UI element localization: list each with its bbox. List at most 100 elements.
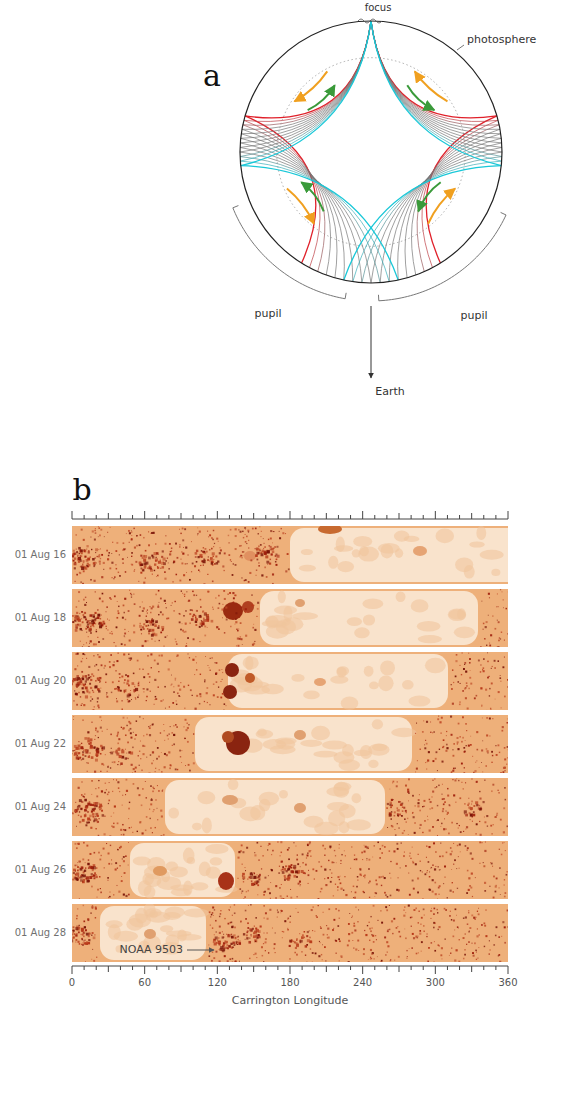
magnetogram-dot — [124, 612, 125, 613]
magnetogram-dot — [171, 602, 173, 604]
magnetogram-dot — [478, 766, 480, 768]
magnetogram-dot — [492, 718, 493, 719]
magnetogram-dot — [505, 770, 506, 771]
magnetogram-dot — [503, 599, 504, 600]
magnetogram-dot — [125, 734, 127, 736]
magnetogram-dot — [249, 572, 251, 574]
sun-cross-section — [233, 19, 506, 378]
magnetogram-dot — [491, 668, 492, 669]
magnetogram-dot — [99, 716, 101, 718]
magnetogram-dot — [78, 741, 79, 742]
magnetogram-dot — [157, 785, 158, 786]
magnetogram-dot — [495, 628, 497, 630]
magnetogram-dot — [155, 620, 158, 623]
magnetogram-dot — [202, 622, 205, 625]
magnetogram-dot — [78, 787, 80, 789]
magnetogram-dot — [97, 614, 100, 617]
magnetogram-dot — [131, 826, 133, 828]
farside-blob — [480, 550, 504, 560]
magnetogram-dot — [89, 683, 91, 685]
magnetogram-dot — [74, 557, 76, 559]
magnetogram-dot — [161, 771, 163, 773]
magnetogram-dot — [451, 771, 453, 773]
magnetogram-dot — [146, 700, 147, 701]
magnetogram-dot — [75, 562, 76, 563]
magnetogram-dot — [94, 539, 96, 541]
magnetogram-dot — [469, 670, 471, 672]
magnetogram-dot — [178, 685, 180, 687]
magnetogram-dot — [90, 579, 92, 581]
magnetogram-dot — [278, 530, 280, 532]
magnetogram-dot — [244, 533, 246, 535]
farside-spot — [413, 546, 427, 556]
magnetogram-dot — [398, 827, 399, 828]
magnetogram-dot — [255, 554, 258, 557]
magnetogram-dot — [149, 629, 152, 632]
magnetogram-dot — [116, 568, 118, 570]
magnetogram-dot — [188, 724, 189, 725]
magnetogram-dot — [240, 636, 241, 637]
magnetogram-dot — [452, 749, 453, 750]
magnetogram-dot — [106, 606, 108, 608]
magnetogram-dot — [395, 834, 397, 836]
magnetogram-dot — [90, 696, 91, 697]
magnetogram-dot — [446, 744, 448, 746]
magnetogram-dot — [240, 531, 242, 533]
ray-path — [242, 21, 371, 129]
magnetogram-dot — [256, 616, 257, 617]
magnetogram-dot — [131, 594, 132, 595]
magnetogram-dot — [497, 646, 499, 647]
magnetogram-dot — [146, 688, 148, 690]
magnetogram-dot — [150, 624, 151, 625]
magnetogram-dot — [486, 815, 488, 817]
farside-blob — [336, 666, 349, 676]
magnetogram-dot — [157, 819, 158, 820]
magnetogram-dot — [430, 808, 431, 809]
magnetogram-dot — [483, 623, 485, 625]
farside-blob — [341, 697, 358, 710]
magnetogram-dot — [100, 727, 102, 729]
magnetogram-dot — [202, 551, 204, 553]
magnetogram-dot — [209, 534, 211, 536]
magnetogram-dot — [248, 540, 249, 541]
magnetogram-dot — [393, 781, 395, 783]
magnetogram-dot — [165, 636, 167, 638]
magnetogram-dot — [72, 554, 73, 555]
magnetogram-dot — [129, 827, 131, 829]
magnetogram-dot — [495, 816, 497, 818]
magnetogram-dot — [221, 608, 223, 610]
farside-blob — [303, 690, 320, 699]
magnetogram-dot — [281, 528, 282, 529]
photosphere-circle — [240, 21, 502, 283]
farside-blob — [455, 557, 473, 572]
magnetogram-dot — [127, 675, 129, 677]
farside-blob — [347, 819, 371, 830]
magnetogram-dot — [96, 562, 97, 563]
magnetogram-dot — [134, 697, 136, 699]
farside-blob — [425, 658, 446, 673]
magnetogram-dot — [469, 819, 471, 821]
magnetogram-dot — [182, 592, 184, 594]
magnetogram-dot — [241, 557, 243, 559]
magnetogram-dot — [144, 562, 147, 565]
magnetogram-dot — [95, 591, 96, 592]
magnetogram-dot — [138, 694, 140, 696]
magnetogram-dot — [109, 567, 111, 569]
magnetogram-dot — [81, 567, 84, 570]
magnetogram-dot — [95, 729, 96, 730]
magnetogram-dot — [100, 745, 102, 747]
magnetogram-dot — [208, 560, 209, 561]
magnetogram-dot — [498, 640, 500, 642]
magnetogram-dot — [480, 664, 481, 665]
magnetogram-dot — [145, 577, 146, 578]
magnetogram-dot — [169, 660, 171, 662]
magnetogram-dot — [245, 529, 247, 531]
magnetogram-dot — [127, 680, 129, 682]
magnetogram-dot — [140, 572, 142, 574]
magnetogram-dot — [72, 621, 74, 623]
magnetogram-dot — [94, 686, 97, 689]
magnetogram-dot — [96, 750, 99, 753]
magnetogram-dot — [73, 716, 75, 718]
magnetogram-dot — [212, 607, 213, 608]
magnetogram-dot — [499, 637, 500, 638]
